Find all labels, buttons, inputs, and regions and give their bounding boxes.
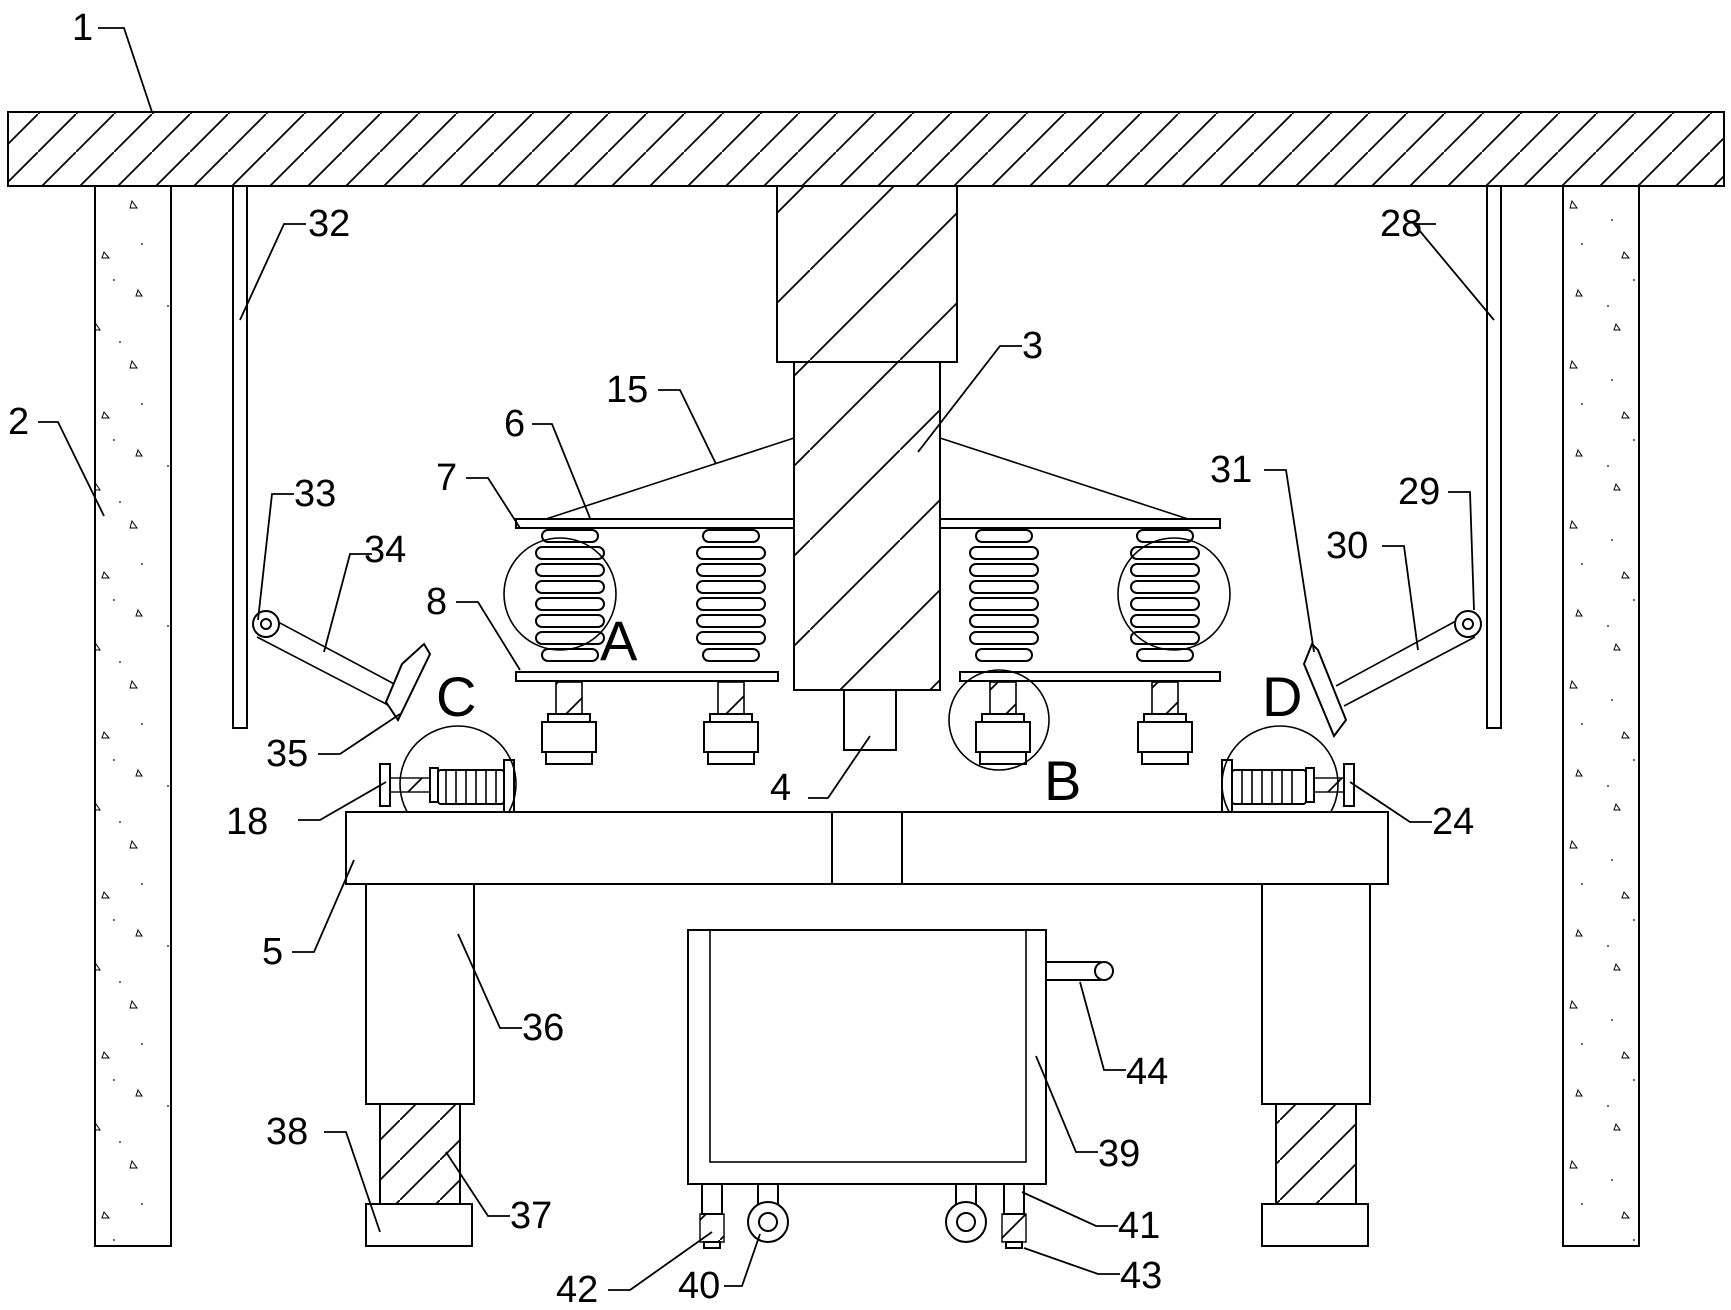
label-2: 2 — [8, 401, 29, 443]
table-center-block — [831, 811, 903, 885]
right-leg — [1261, 883, 1371, 1105]
label-34: 34 — [364, 529, 406, 571]
upper-plate-left — [515, 518, 795, 529]
label-3: 3 — [1022, 325, 1043, 367]
spring-3 — [969, 529, 1039, 662]
label-4: 4 — [770, 767, 791, 809]
leader-lines — [38, 27, 1495, 1291]
press-head — [843, 689, 897, 751]
upper-plate-right — [939, 518, 1221, 529]
left-leg — [365, 883, 475, 1105]
collection-box — [687, 929, 1047, 1185]
left-box-foot — [699, 1183, 725, 1249]
label-7: 7 — [436, 457, 457, 499]
label-41: 41 — [1118, 1205, 1160, 1247]
right-clamp-assembly — [1221, 759, 1355, 813]
left-wheel — [747, 1183, 789, 1243]
left-hanging-rod — [232, 185, 248, 729]
label-29: 29 — [1398, 471, 1440, 513]
detail-label-c: C — [436, 665, 476, 728]
spring-2 — [696, 529, 766, 662]
lower-plate-right — [959, 671, 1221, 682]
label-37: 37 — [510, 1195, 552, 1237]
detail-circle-a2 — [1117, 537, 1231, 651]
left-leg-base — [365, 1203, 473, 1247]
cylinder-housing — [776, 185, 958, 363]
stud-foot-1 — [541, 681, 597, 765]
right-column — [1562, 185, 1640, 1247]
detail-circle-a — [503, 537, 617, 651]
left-clamp-assembly — [379, 759, 515, 813]
box-handle — [1045, 961, 1101, 981]
label-40: 40 — [678, 1265, 720, 1307]
label-38: 38 — [266, 1111, 308, 1153]
label-15: 15 — [606, 369, 648, 411]
label-44: 44 — [1126, 1051, 1168, 1093]
right-leg-screw — [1275, 1103, 1357, 1205]
label-1: 1 — [72, 7, 93, 49]
right-wheel — [945, 1183, 987, 1243]
right-hanging-rod — [1486, 185, 1502, 729]
label-6: 6 — [504, 403, 525, 445]
spring-1 — [535, 529, 605, 662]
right-swing-arm — [1302, 610, 1482, 738]
collection-box-inner — [709, 929, 1027, 1163]
label-36: 36 — [522, 1007, 564, 1049]
label-31: 31 — [1210, 449, 1252, 491]
label-43: 43 — [1120, 1255, 1162, 1297]
label-39: 39 — [1098, 1133, 1140, 1175]
label-18: 18 — [226, 801, 268, 843]
left-column — [94, 185, 172, 1247]
label-5: 5 — [262, 931, 283, 973]
label-35: 35 — [266, 733, 308, 775]
detail-label-d: D — [1262, 665, 1302, 728]
spring-4 — [1130, 529, 1200, 662]
lower-plate-left — [515, 671, 779, 682]
left-swing-arm — [252, 610, 432, 723]
label-30: 30 — [1326, 525, 1368, 567]
label-33: 33 — [294, 473, 336, 515]
detail-circle-b — [948, 669, 1050, 771]
box-handle-knob — [1094, 961, 1114, 981]
right-leg-base — [1261, 1203, 1369, 1247]
label-32: 32 — [308, 203, 350, 245]
right-box-foot — [1001, 1183, 1027, 1249]
stud-foot-2 — [703, 681, 759, 765]
stud-foot-4 — [1137, 681, 1193, 765]
detail-label-b: B — [1044, 749, 1081, 812]
ceiling-plate — [7, 111, 1725, 187]
left-brace — [545, 437, 795, 520]
right-brace — [939, 437, 1189, 520]
label-24: 24 — [1432, 801, 1474, 843]
label-42: 42 — [556, 1269, 598, 1310]
label-28: 28 — [1380, 203, 1422, 245]
stud-foot-3 — [975, 681, 1031, 765]
cylinder-rod — [793, 361, 941, 691]
label-8: 8 — [426, 581, 447, 623]
detail-label-a: A — [600, 609, 638, 672]
